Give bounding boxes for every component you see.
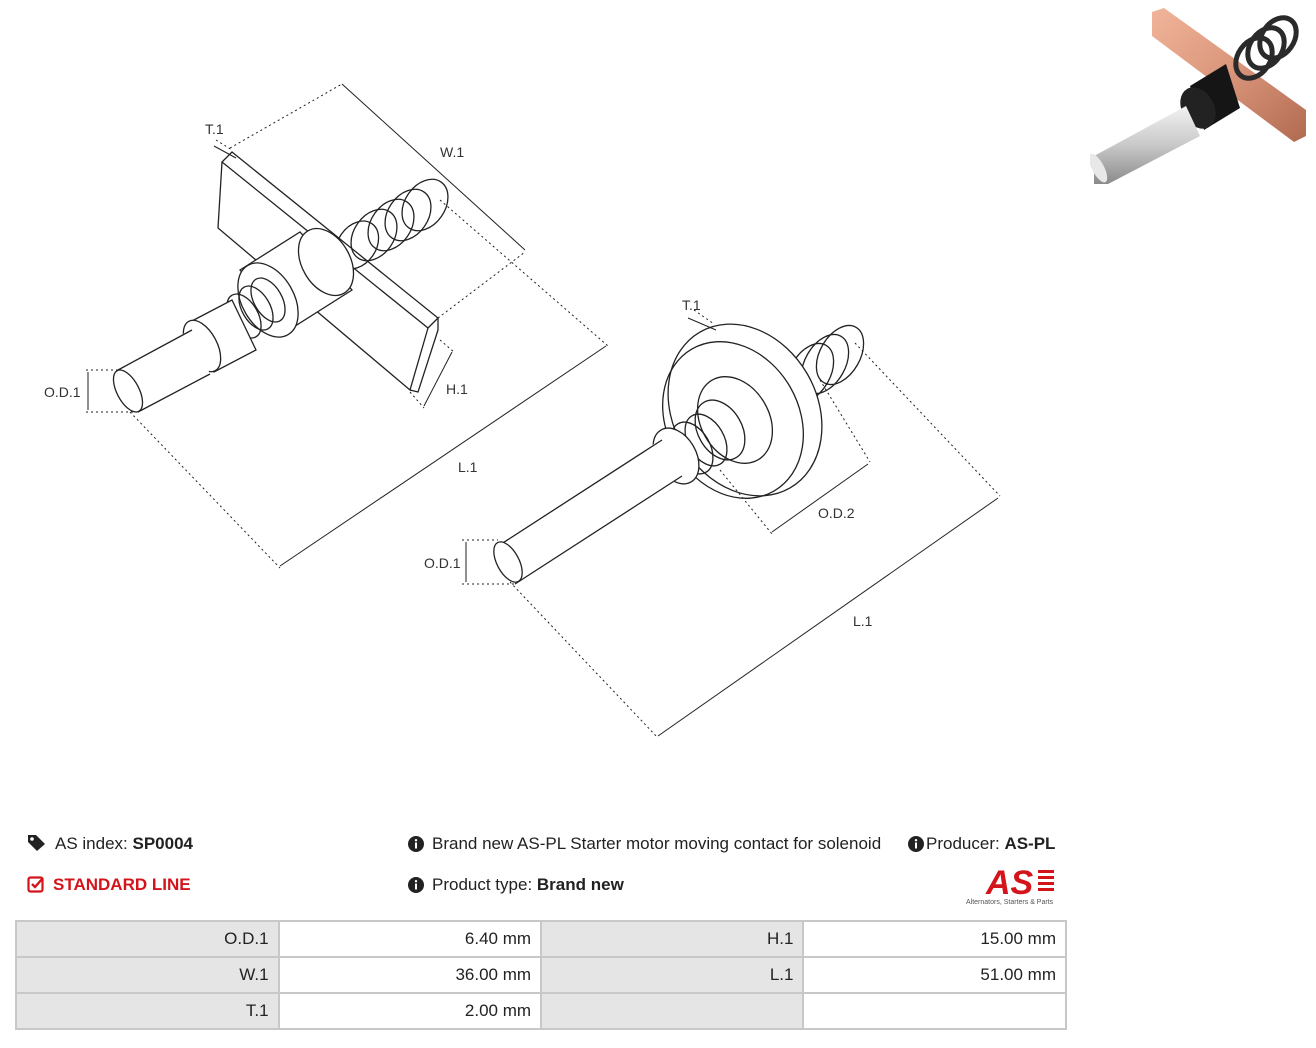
line-label: STANDARD LINE	[53, 875, 191, 894]
spec-label	[540, 992, 805, 1030]
table-row: O.D.1 6.40 mm H.1 15.00 mm	[15, 920, 1067, 958]
specs-table: O.D.1 6.40 mm H.1 15.00 mm W.1 36.00 mm …	[15, 920, 1067, 1030]
spec-value: 36.00 mm	[277, 956, 543, 994]
p2-label-l1: L.1	[853, 613, 873, 629]
spec-value: 51.00 mm	[802, 956, 1067, 994]
p2-label-od2: O.D.2	[818, 505, 855, 521]
as-index-label: AS index:	[55, 834, 128, 853]
check-square-icon	[27, 876, 44, 893]
as-index-row: AS index: SP0004	[27, 833, 193, 855]
technical-drawing: T.1 W.1 O.D.1 H.1 L.1 T.1 O.D.1 O.D.2 L.…	[44, 83, 1001, 739]
spec-label: O.D.1	[15, 920, 280, 958]
tags-icon	[28, 835, 45, 851]
table-row: W.1 36.00 mm L.1 51.00 mm	[15, 956, 1067, 994]
spec-label: L.1	[540, 956, 805, 994]
p1-label-od1: O.D.1	[44, 384, 81, 400]
spec-value	[802, 992, 1067, 1030]
producer-label: Producer:	[926, 834, 1000, 853]
product-type-value: Brand new	[536, 875, 624, 894]
spec-label: W.1	[15, 956, 280, 994]
spec-value: 6.40 mm	[277, 920, 543, 958]
producer-row: Producer: AS-PL	[908, 833, 1055, 855]
p2-label-od1: O.D.1	[424, 555, 461, 571]
part2-washer	[667, 323, 823, 497]
producer-value: AS-PL	[1004, 834, 1056, 853]
description-row: Brand new AS-PL Starter motor moving con…	[408, 833, 881, 855]
info-circle-icon	[908, 836, 924, 852]
spec-label: H.1	[540, 920, 805, 958]
svg-text:Alternators, Starters & Parts: Alternators, Starters & Parts	[966, 899, 1054, 906]
product-type-label: Product type:	[432, 875, 533, 894]
info-circle-icon	[408, 836, 424, 852]
p1-label-t1: T.1	[205, 121, 224, 137]
p1-label-h1: H.1	[446, 381, 468, 397]
p2-label-t1: T.1	[682, 297, 701, 313]
p1-label-l1: L.1	[458, 459, 478, 475]
info-circle-icon	[408, 877, 424, 893]
part2-shaft	[495, 440, 680, 584]
as-index-value: SP0004	[132, 834, 194, 853]
product-photo	[1090, 8, 1306, 184]
spec-value: 2.00 mm	[277, 992, 543, 1030]
spec-value: 15.00 mm	[802, 920, 1067, 958]
p1-label-w1: W.1	[440, 144, 464, 160]
svg-text:AS: AS	[985, 864, 1034, 902]
product-type-row: Product type: Brand new	[408, 874, 624, 896]
line-badge: STANDARD LINE	[27, 874, 191, 896]
table-row: T.1 2.00 mm	[15, 992, 1067, 1030]
description-text: Brand new AS-PL Starter motor moving con…	[432, 834, 882, 853]
spec-label: T.1	[15, 992, 280, 1030]
as-pl-logo: AS Alternators, Starters & Parts	[966, 864, 1054, 906]
part1-spring	[334, 178, 449, 270]
